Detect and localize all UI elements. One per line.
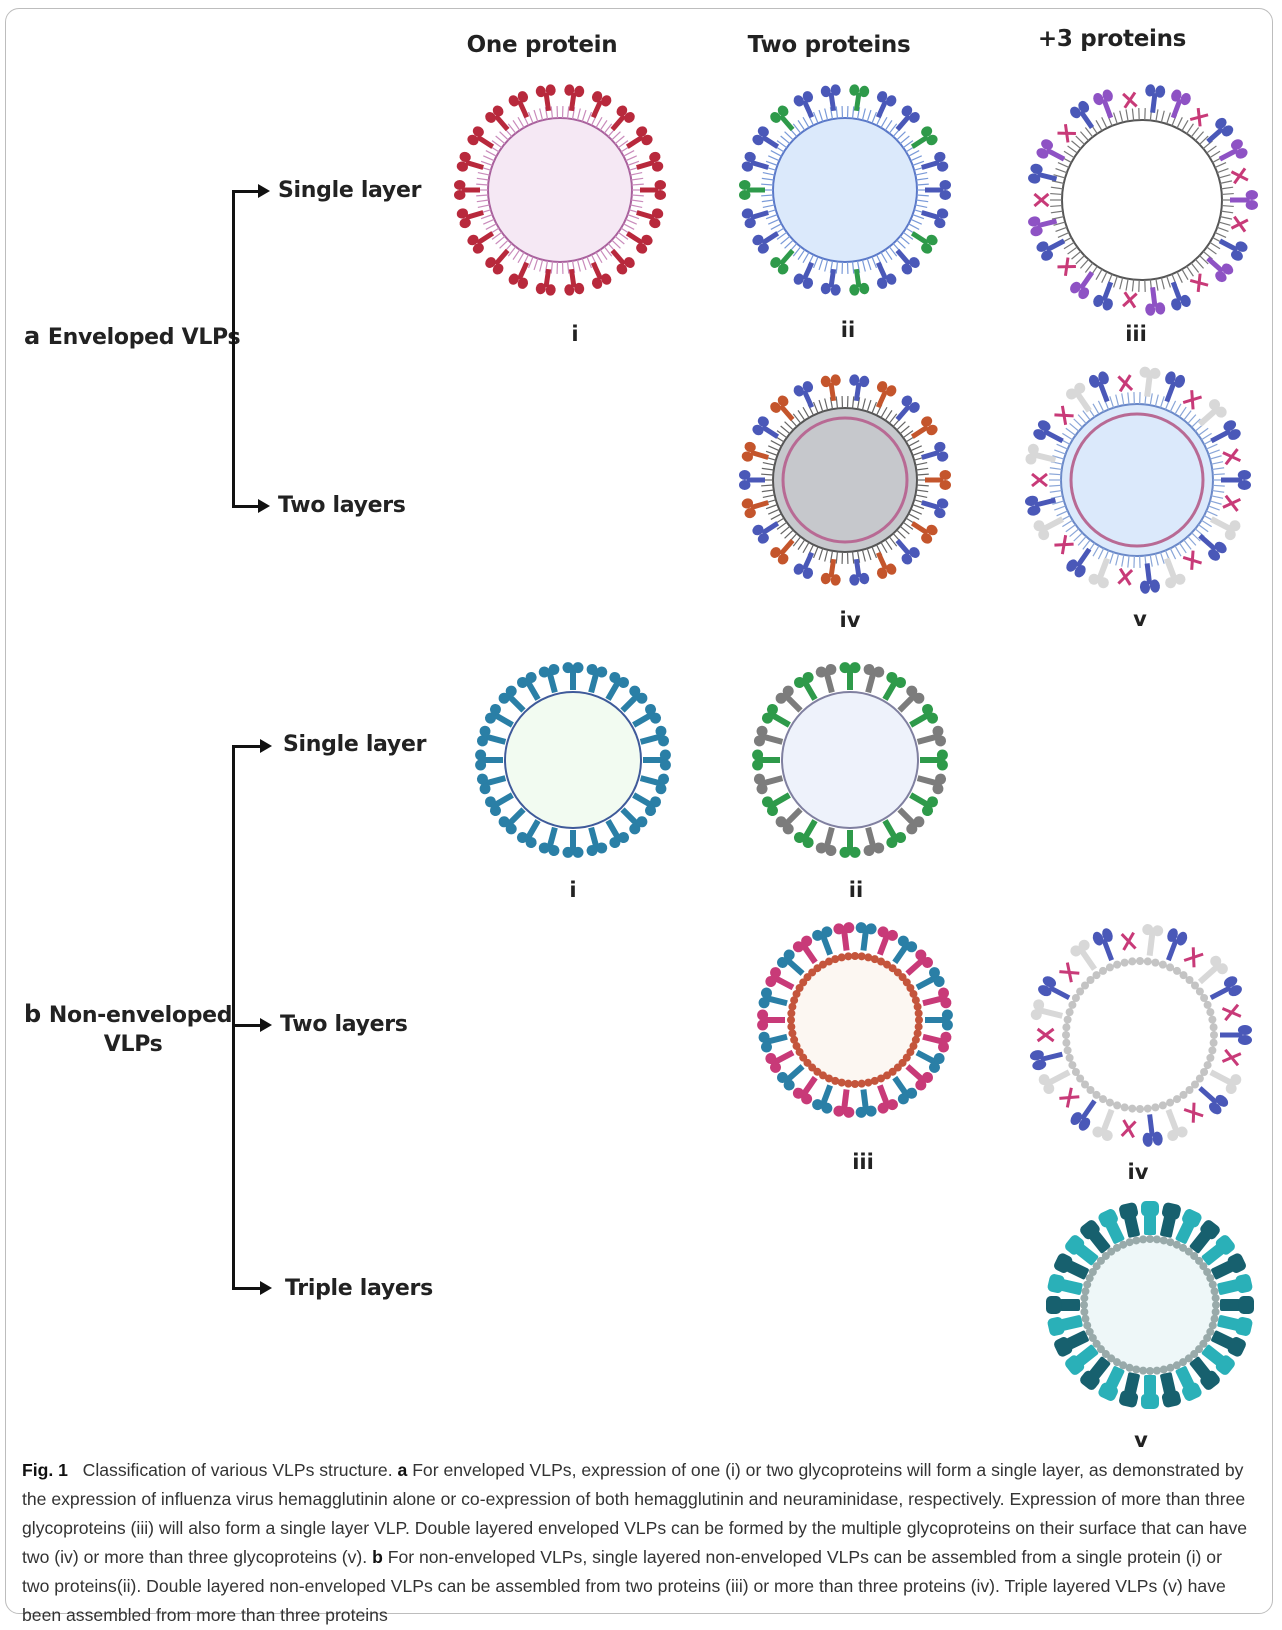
- tree-b-arm-top: [232, 745, 262, 748]
- tree-b-trunk: [232, 745, 235, 1290]
- group-b-letter: b: [24, 1000, 41, 1028]
- tree-a-arm-top: [232, 190, 260, 193]
- tree-b-arm-middle: [232, 1024, 262, 1027]
- vlp-a-i-illustration: [450, 80, 670, 300]
- branch-a-two-layers: Two layers: [278, 493, 406, 518]
- branch-a-single-layer: Single layer: [278, 178, 421, 203]
- vlp-b-iv-illustration: [1025, 920, 1255, 1150]
- group-a-label: a Enveloped VLPs: [24, 322, 240, 350]
- tree-a-arm-bottom: [232, 505, 260, 508]
- caption-a-letter: a: [398, 1460, 408, 1480]
- vlp-b-ii-illustration: [745, 655, 955, 865]
- numeral-a-iv: iv: [820, 608, 880, 632]
- numeral-b-iv: iv: [1108, 1160, 1168, 1184]
- numeral-a-i: i: [545, 322, 605, 346]
- column-header-three-proteins: +3 proteins: [1002, 26, 1222, 52]
- group-a-title: Enveloped VLPs: [48, 325, 240, 350]
- tree-a-arrow-bottom: [258, 499, 270, 513]
- vlp-a-ii-illustration: [735, 80, 955, 300]
- vlp-a-iv-illustration: [735, 370, 955, 590]
- tree-a-arrow-top: [258, 184, 270, 198]
- tree-b-arm-bottom: [232, 1287, 262, 1290]
- branch-b-triple-layers: Triple layers: [285, 1276, 433, 1301]
- numeral-a-iii: iii: [1106, 322, 1166, 346]
- numeral-b-iii: iii: [833, 1150, 893, 1174]
- tree-b-arrow-bottom: [260, 1281, 272, 1295]
- tree-b-arrow-middle: [260, 1018, 272, 1032]
- numeral-a-ii: ii: [818, 318, 878, 342]
- group-b-label: b Non-enveloped VLPs: [24, 1000, 232, 1057]
- tree-b-arrow-top: [260, 739, 272, 753]
- group-b-title-line2: VLPs: [24, 1032, 232, 1057]
- numeral-b-ii: ii: [826, 878, 886, 902]
- group-a-letter: a: [24, 322, 40, 350]
- vlp-b-i-illustration: [468, 655, 678, 865]
- numeral-b-i: i: [543, 878, 603, 902]
- branch-b-single-layer: Single layer: [283, 732, 426, 757]
- vlp-a-iii-illustration: [1022, 80, 1262, 320]
- numeral-a-v: v: [1110, 607, 1170, 631]
- vlp-a-v-illustration: [1022, 365, 1252, 595]
- caption-b-letter: b: [372, 1547, 383, 1567]
- vlp-b-v-illustration: [1040, 1195, 1260, 1415]
- column-header-two-proteins: Two proteins: [719, 32, 939, 58]
- caption-fig-label: Fig. 1: [22, 1460, 68, 1480]
- tree-a-trunk: [232, 190, 235, 508]
- figure-caption: Fig. 1 Classification of various VLPs st…: [22, 1456, 1254, 1630]
- vlp-b-iii-illustration: [750, 915, 960, 1125]
- column-header-one-protein: One protein: [432, 32, 652, 58]
- caption-title: Classification of various VLPs structure…: [83, 1460, 393, 1480]
- numeral-b-v: v: [1111, 1428, 1171, 1452]
- group-b-title-line1: Non-enveloped: [49, 1003, 232, 1028]
- branch-b-two-layers: Two layers: [280, 1012, 408, 1037]
